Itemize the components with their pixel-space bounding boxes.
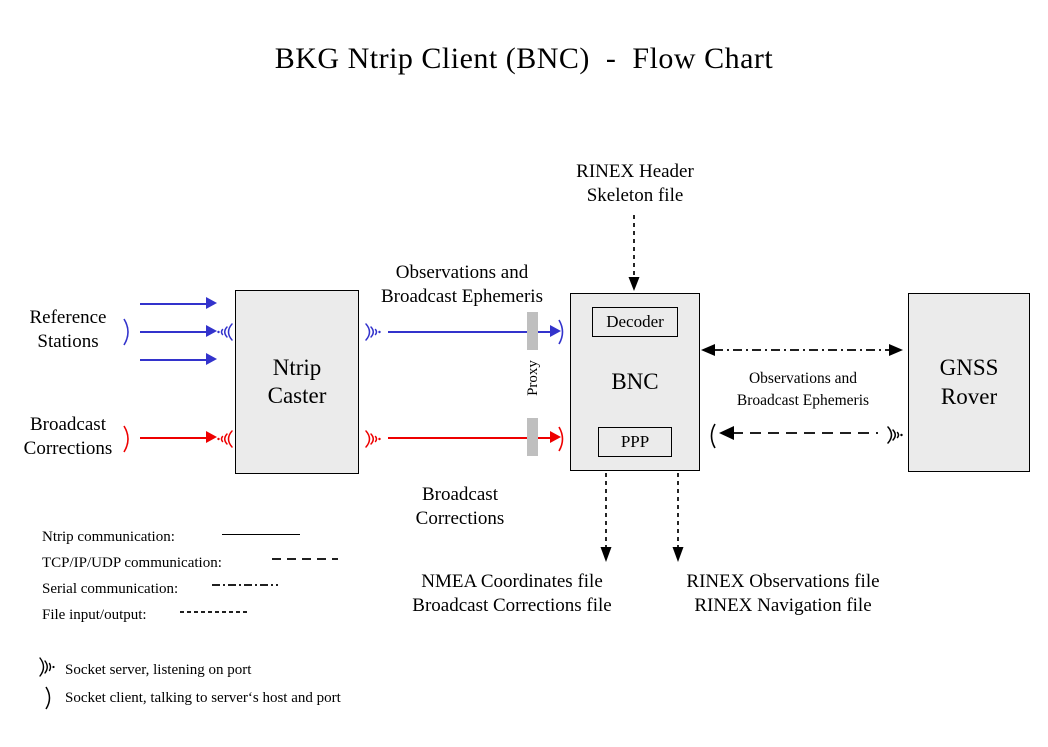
observations-ephemeris-right-label: Observations and Broadcast Ephemeris bbox=[736, 370, 870, 410]
proxy-bar-bottom bbox=[527, 418, 538, 456]
nmea-output-label: NMEA Coordinates file Broadcast Correcti… bbox=[412, 571, 612, 617]
socket-client-icon bbox=[556, 316, 570, 348]
legend-ntrip-sample bbox=[222, 534, 300, 535]
node-gnss-rover[interactable]: GNSS Rover bbox=[908, 293, 1030, 472]
ntrip-caster-line-1: Ntrip bbox=[272, 354, 322, 380]
legend-ntrip-label: Ntrip communication: bbox=[42, 529, 175, 545]
socket-server-icon bbox=[36, 653, 60, 681]
socket-server-icon bbox=[362, 316, 386, 348]
legend-file-label: File input/output: bbox=[42, 607, 147, 623]
ref-station-arrow-line-2 bbox=[140, 331, 208, 333]
rinex-header-skeleton-label: RINEX Header Skeleton file bbox=[576, 161, 694, 207]
rinex-output-label: RINEX Observations file RINEX Navigation… bbox=[686, 571, 880, 617]
broadcast-corrections-arrowhead bbox=[206, 431, 217, 443]
broadcast-corrections-arrow-line bbox=[140, 437, 208, 439]
node-ntrip-caster[interactable]: Ntrip Caster bbox=[235, 290, 359, 474]
socket-client-icon bbox=[704, 421, 718, 451]
socket-client-icon bbox=[120, 316, 136, 348]
bnc-ppp-label: PPP bbox=[620, 431, 650, 451]
caster-to-bnc-obs-line bbox=[388, 331, 553, 333]
ref-station-arrowhead-2 bbox=[206, 325, 217, 337]
caster-to-bnc-obs-arrowhead bbox=[550, 325, 561, 337]
proxy-bar-top bbox=[527, 312, 538, 350]
legend-socket-server-label: Socket server, listening on port bbox=[65, 662, 252, 678]
rinex-output-arrow bbox=[670, 473, 686, 565]
legend-file-sample bbox=[180, 606, 248, 618]
caster-to-bnc-corr-arrowhead bbox=[550, 431, 561, 443]
bnc-decoder-box[interactable]: Decoder bbox=[592, 307, 678, 337]
observations-ephemeris-mid-label: Observations and Broadcast Ephemeris bbox=[381, 262, 543, 308]
socket-client-icon bbox=[556, 423, 570, 455]
ref-station-arrowhead-3 bbox=[206, 353, 217, 365]
rinex-skeleton-arrow bbox=[626, 215, 642, 295]
ref-station-arrow-line-1 bbox=[140, 303, 208, 305]
legend-serial-sample bbox=[212, 579, 278, 591]
legend-tcp-sample bbox=[272, 553, 338, 565]
gnss-rover-line-1: GNSS bbox=[939, 355, 999, 381]
socket-server-icon bbox=[212, 316, 236, 348]
socket-server-icon bbox=[212, 423, 236, 455]
socket-client-icon bbox=[42, 684, 58, 712]
ntrip-caster-line-2: Caster bbox=[267, 383, 327, 408]
legend-tcp-label: TCP/IP/UDP communication: bbox=[42, 555, 222, 571]
gnss-rover-line-2: Rover bbox=[940, 383, 998, 409]
rover-to-bnc-tcp-arrow bbox=[718, 424, 882, 442]
ref-station-arrowhead-1 bbox=[206, 297, 217, 309]
bnc-label: BNC bbox=[611, 368, 659, 394]
socket-server-icon bbox=[362, 423, 386, 455]
legend-serial-label: Serial communication: bbox=[42, 581, 179, 597]
broadcast-corrections-left-label: Broadcast Corrections bbox=[23, 414, 113, 460]
socket-server-icon bbox=[884, 419, 908, 451]
reference-stations-label: Reference Stations bbox=[29, 307, 107, 353]
page-title: BKG Ntrip Client (BNC) - Flow Chart bbox=[274, 42, 774, 75]
proxy-label: Proxy bbox=[525, 360, 541, 396]
caster-to-bnc-corr-line bbox=[388, 437, 553, 439]
bnc-ppp-box[interactable]: PPP bbox=[598, 426, 672, 457]
ref-station-arrow-line-3 bbox=[140, 359, 208, 361]
nmea-output-arrow bbox=[598, 473, 614, 565]
node-bnc[interactable]: Decoder BNC PPP bbox=[570, 293, 700, 471]
bnc-decoder-label: Decoder bbox=[606, 311, 664, 331]
socket-client-icon bbox=[120, 423, 136, 455]
legend-socket-client-label: Socket client, talking to server‘s host … bbox=[65, 690, 341, 706]
broadcast-corrections-mid-label: Broadcast Corrections bbox=[415, 484, 505, 530]
bnc-rover-serial-arrow bbox=[700, 341, 904, 359]
